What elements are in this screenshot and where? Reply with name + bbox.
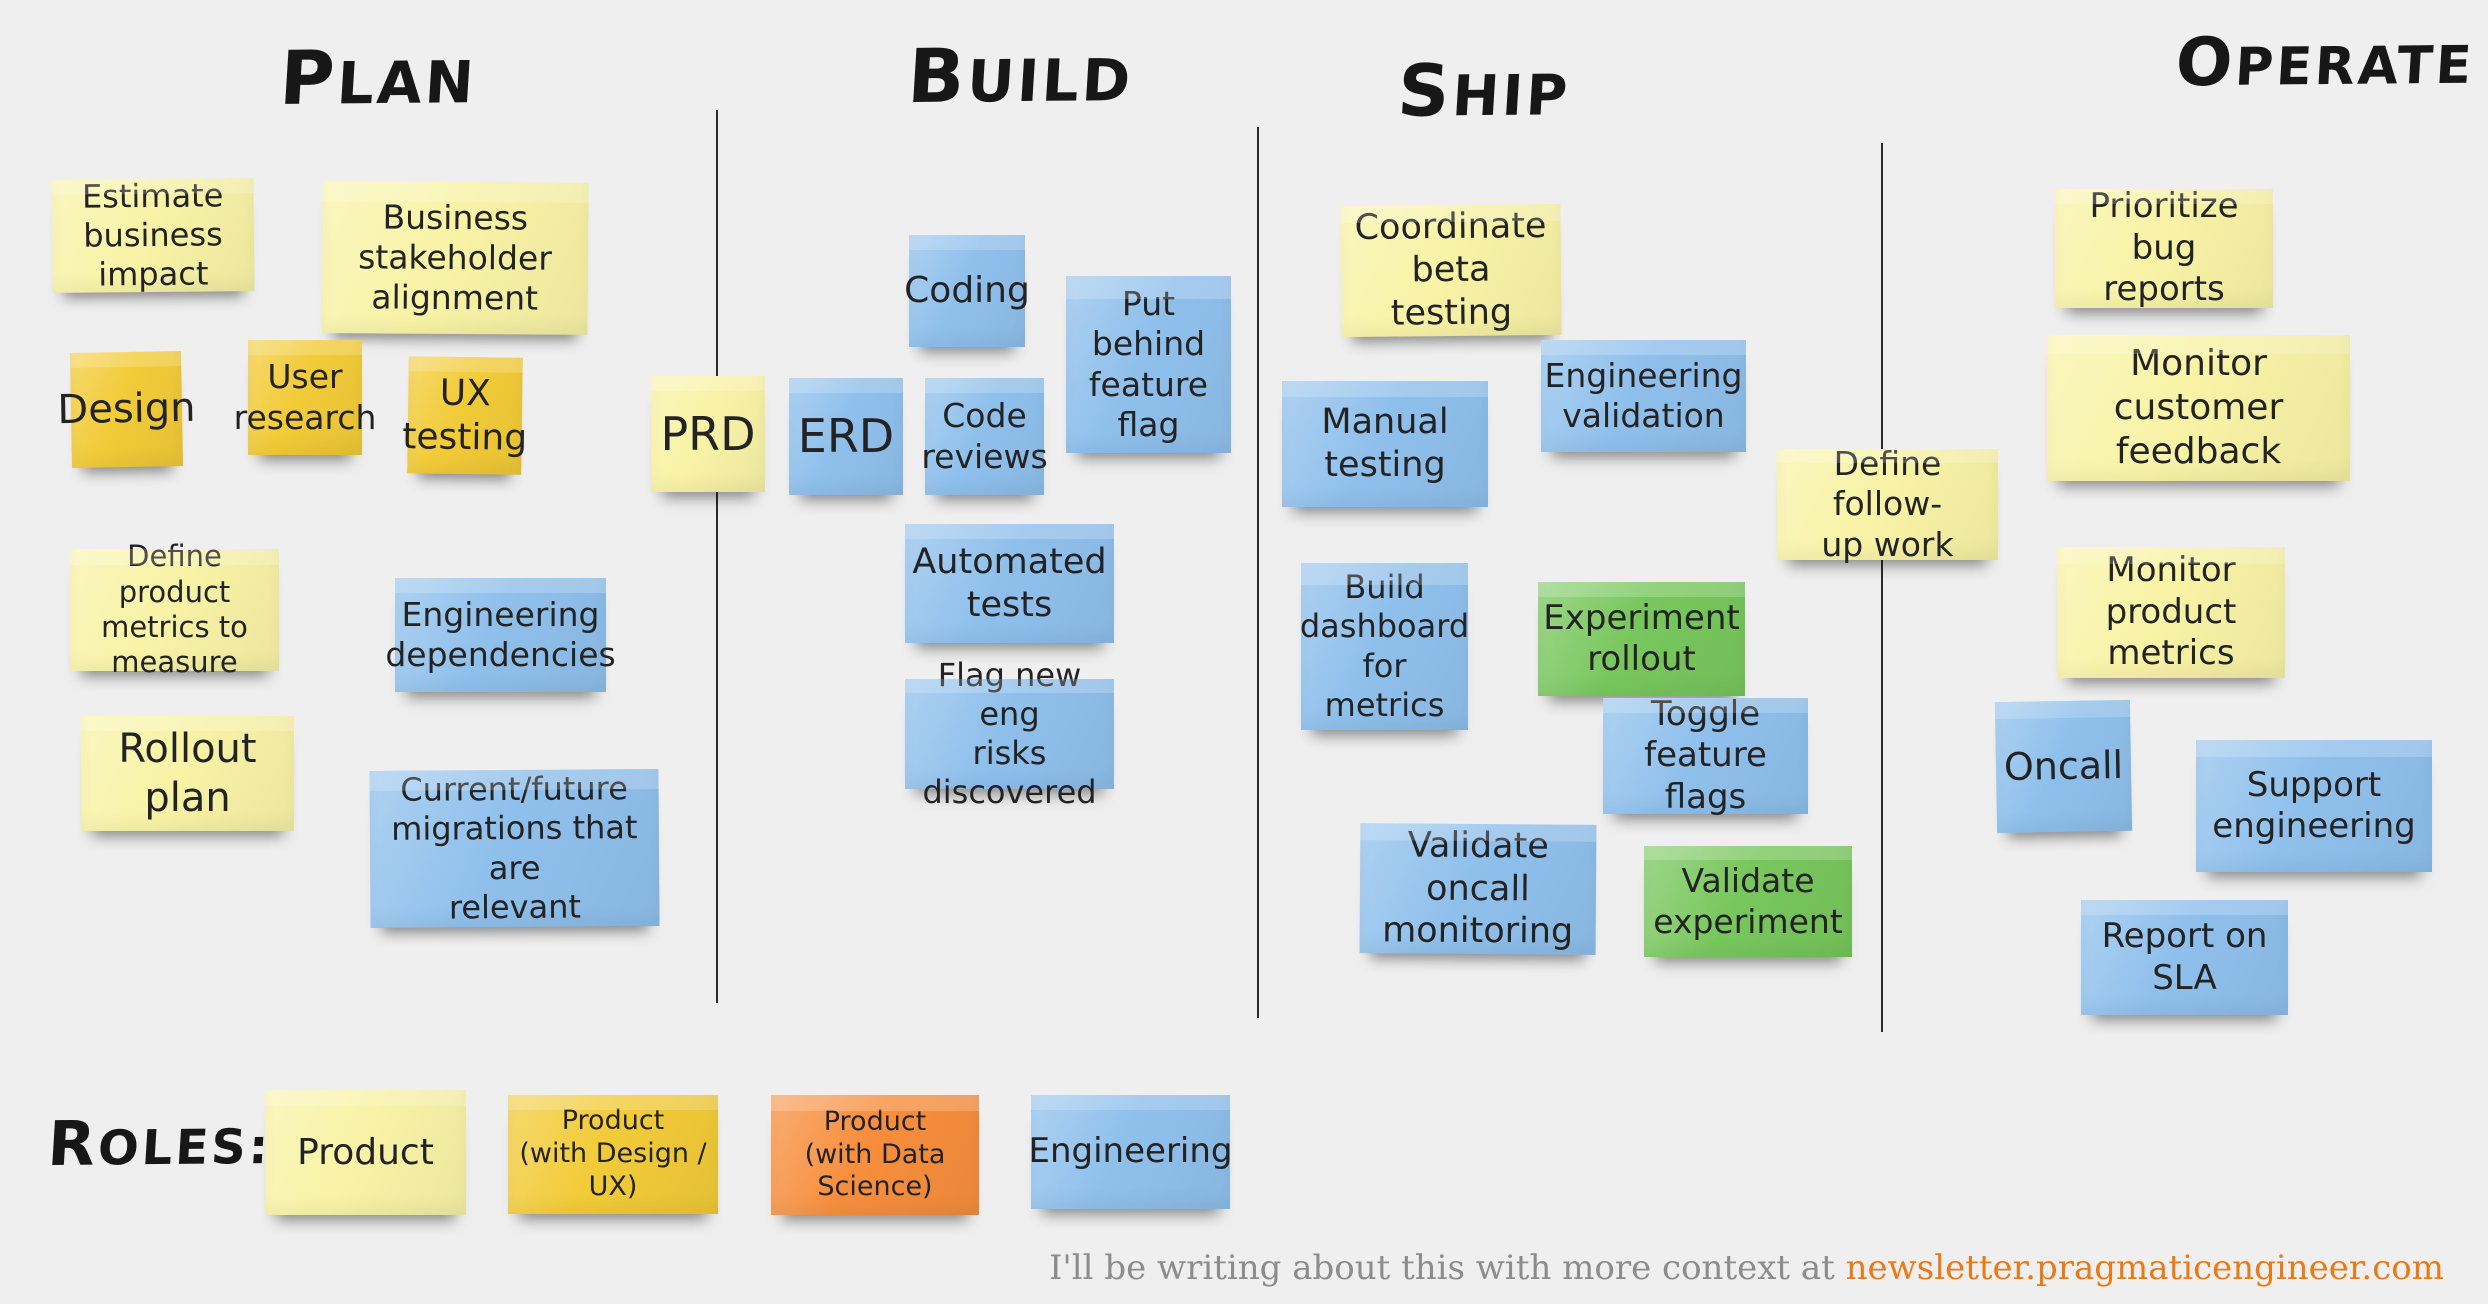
column-title-ship: Ship bbox=[1395, 48, 1573, 133]
legend-note-product[interactable]: Product bbox=[265, 1090, 466, 1215]
note-coding[interactable]: Coding bbox=[904, 235, 1030, 347]
note-monitor-customer-feedback[interactable]: Monitor customer feedback bbox=[2047, 335, 2350, 481]
note-experiment-rollout[interactable]: Experiment rollout bbox=[1538, 582, 1745, 696]
note-validate-oncall-monitoring[interactable]: Validate oncall monitoring bbox=[1359, 823, 1597, 955]
divider-plan-build bbox=[716, 110, 718, 1003]
legend-note-product-design-ux[interactable]: Product (with Design / UX) bbox=[508, 1095, 718, 1214]
note-toggle-feature-flags[interactable]: Toggle feature flags bbox=[1603, 694, 1808, 817]
note-support-engineering[interactable]: Support engineering bbox=[2196, 740, 2432, 872]
note-user-research[interactable]: User research bbox=[234, 340, 376, 455]
column-title-operate: Operate bbox=[2173, 22, 2477, 102]
legend-note-engineering[interactable]: Engineering bbox=[1029, 1095, 1233, 1209]
footer-note: I'll be writing about this with more con… bbox=[1049, 1248, 2444, 1288]
note-prioritize-bug-reports[interactable]: Prioritize bug reports bbox=[2055, 186, 2273, 309]
note-flag-new-eng-risks[interactable]: Flag new eng risks discovered bbox=[905, 656, 1114, 811]
note-manual-testing[interactable]: Manual testing bbox=[1282, 381, 1488, 507]
note-monitor-product-metrics[interactable]: Monitor product metrics bbox=[2057, 547, 2285, 678]
note-current-future-migrations[interactable]: Current/future migrations that are relev… bbox=[369, 768, 660, 929]
column-title-plan: Plan bbox=[277, 34, 479, 122]
note-prd[interactable]: PRD bbox=[651, 376, 765, 492]
note-automated-tests[interactable]: Automated tests bbox=[905, 524, 1114, 643]
legend-note-product-data-science[interactable]: Product (with Data Science) bbox=[771, 1095, 979, 1215]
note-rollout-plan[interactable]: Rollout plan bbox=[81, 716, 294, 831]
note-validate-experiment[interactable]: Validate experiment bbox=[1644, 846, 1852, 957]
note-coordinate-beta-testing[interactable]: Coordinate beta testing bbox=[1340, 203, 1562, 338]
note-erd[interactable]: ERD bbox=[789, 378, 903, 495]
note-ux-testing[interactable]: UX testing bbox=[402, 356, 527, 475]
note-engineering-validation[interactable]: Engineering validation bbox=[1541, 340, 1746, 452]
note-estimate-business-impact[interactable]: Estimate business impact bbox=[51, 176, 255, 293]
footer-link[interactable]: newsletter.pragmaticengineer.com bbox=[1845, 1248, 2444, 1288]
note-business-stakeholder-alignment[interactable]: Business stakeholder alignment bbox=[321, 181, 589, 335]
note-oncall[interactable]: Oncall bbox=[1994, 699, 2133, 834]
divider-ship-operate bbox=[1881, 143, 1883, 1032]
footer-text: I'll be writing about this with more con… bbox=[1048, 1248, 1846, 1288]
note-design[interactable]: Design bbox=[57, 351, 196, 468]
note-define-follow-up-work[interactable]: Define follow- up work bbox=[1777, 444, 1998, 564]
note-code-reviews[interactable]: Code reviews bbox=[921, 378, 1048, 495]
divider-build-ship bbox=[1257, 127, 1259, 1018]
note-build-dashboard-for-metrics[interactable]: Build dashboard for metrics bbox=[1300, 563, 1469, 730]
roles-label: Roles: bbox=[45, 1108, 273, 1180]
note-engineering-dependencies[interactable]: Engineering dependencies bbox=[385, 578, 616, 692]
note-put-behind-feature-flag[interactable]: Put behind feature flag bbox=[1066, 276, 1231, 453]
column-title-build: Build bbox=[905, 32, 1136, 120]
note-define-product-metrics[interactable]: Define product metrics to measure bbox=[70, 539, 279, 679]
note-report-on-sla[interactable]: Report on SLA bbox=[2081, 900, 2288, 1015]
